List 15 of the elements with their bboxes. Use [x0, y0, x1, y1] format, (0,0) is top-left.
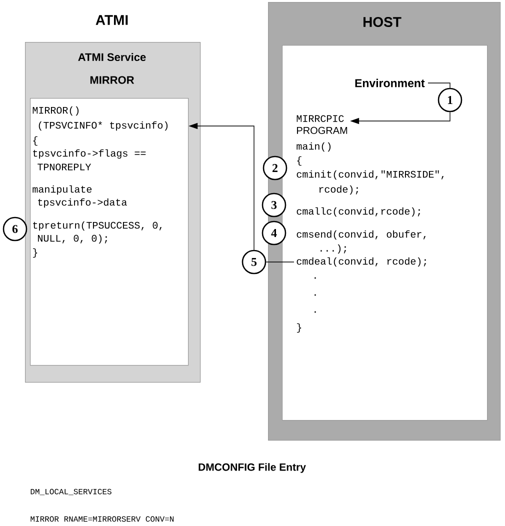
callout-number: 4	[262, 220, 286, 246]
callout-number: 5	[242, 250, 266, 274]
config-line: DM_LOCAL_SERVICES	[30, 488, 112, 496]
code-line: cmdeal(convid, rcode);	[296, 257, 426, 267]
callout-number: 2	[262, 156, 288, 180]
leader-line	[428, 82, 450, 88]
program-name: MIRRCPIC PROGRAM	[296, 115, 348, 134]
environment-label: Environment	[355, 78, 425, 88]
config-line: MIRROR RNAME=MIRRORSERV CONV=N	[30, 516, 174, 522]
callout-number: 6	[2, 216, 28, 242]
callout-number: 3	[262, 192, 286, 218]
code-box: MIRROR() (TPSVCINFO* tpsvcinfo) { tpsvcinfo->flags == TPNOREPLY manipulate tpsvcinfo->data tpreturn(TPSUCCESS, 0, NULL, 0, 0); }	[30, 98, 189, 366]
node-label: ATMI	[96, 15, 128, 25]
callout-number: 1	[438, 88, 462, 112]
section-heading: DMCONFIG File Entry	[198, 463, 306, 473]
